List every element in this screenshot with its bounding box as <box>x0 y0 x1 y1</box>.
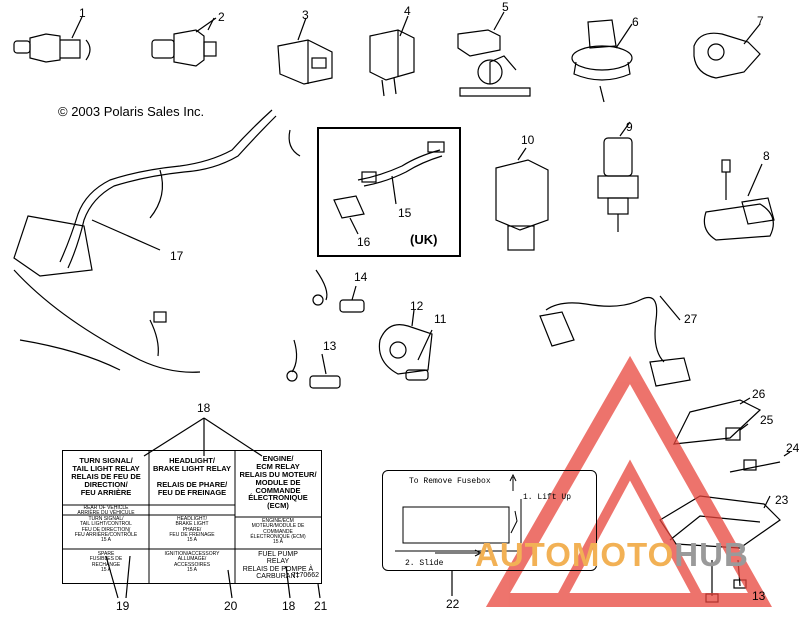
map-sensor-part-6 <box>571 19 633 103</box>
callout-24: 24 <box>786 441 800 455</box>
sensor-part-12 <box>378 309 433 375</box>
callout-6: 6 <box>632 15 639 29</box>
callout-10: 10 <box>521 133 535 147</box>
connector-part-3 <box>277 17 333 85</box>
callout-13a: 13 <box>323 339 337 353</box>
sensor-lead-part-27 <box>539 295 691 387</box>
callout-3: 3 <box>302 8 309 22</box>
callout-27: 27 <box>684 312 698 326</box>
callout-23: 23 <box>775 493 789 507</box>
callout-22: 22 <box>446 597 460 611</box>
callout-14: 14 <box>354 270 368 284</box>
fusebox-label-decal: TURN SIGNAL/ TAIL LIGHT RELAY RELAIS DE … <box>62 450 322 584</box>
slide-step: 2. Slide <box>405 559 444 568</box>
solenoid-part-5 <box>457 11 531 97</box>
watermark-logo <box>485 355 772 607</box>
remove-fusebox-instruction: To Remove Fusebox 1. Lift Up 2. Slide <box>382 470 597 571</box>
remove-fusebox-title: To Remove Fusebox <box>409 477 491 486</box>
bolt-part-11 <box>405 329 433 381</box>
callout-2: 2 <box>218 10 225 24</box>
connector-part-16 <box>333 195 365 235</box>
callout-5: 5 <box>502 0 509 14</box>
fusebox-grid <box>63 451 321 583</box>
bolt-part-14 <box>312 269 365 313</box>
temp-sensor-part-9 <box>597 121 639 232</box>
sender-part-2 <box>151 17 217 67</box>
part-number: 7170662 <box>291 572 319 579</box>
callout-7: 7 <box>757 14 764 28</box>
callout-9: 9 <box>626 120 633 134</box>
callout-11: 11 <box>434 312 447 326</box>
watermark-auto: AUTOMOTO <box>475 536 675 573</box>
fusebox-sketch <box>395 473 522 557</box>
uk-inset-frame <box>317 127 461 257</box>
throttle-sensor-part-7 <box>693 23 761 79</box>
rear-of-vehicle-label: REAR OF VEHICLE ARRIÈRE DU VÉHICULE <box>77 505 135 517</box>
callout-26: 26 <box>752 387 766 401</box>
callout-20: 20 <box>224 599 238 613</box>
relay-part-4 <box>369 15 415 97</box>
fuse-engine-label: ENGINE/ECM MOTEUR/MODULE DE COMMANDE ÉLE… <box>250 518 306 545</box>
engine-relay-label: ENGINE/ ECM RELAY RELAIS DU MOTEUR/ MODU… <box>239 454 317 511</box>
callout-21: 21 <box>314 599 328 613</box>
callout-17: 17 <box>170 249 184 263</box>
harness-part-15 <box>357 141 445 205</box>
fuse-turn-signal-label: TURN SIGNAL/ TAIL LIGHT/CONTROL FEU DE D… <box>74 516 138 543</box>
callout-13b: 13 <box>752 589 766 603</box>
bolt-part-13 <box>286 339 341 389</box>
callout-15: 15 <box>398 206 412 220</box>
watermark-text: AUTOMOTOHUB <box>475 536 749 574</box>
headlight-relay-label: HEADLIGHT/ BRAKE LIGHT RELAY RELAIS DE P… <box>152 456 232 497</box>
fuel-pump-relay-label: FUEL PUMP RELAY RELAIS DE POMPE À CARBUR… <box>242 551 314 581</box>
label-callout-lines <box>105 17 453 599</box>
callout-1: 1 <box>79 6 86 20</box>
callout-8: 8 <box>763 149 770 163</box>
fuse-headlight-label: HEADLIGHT/ BRAKE LIGHT PHARE/ FEU DE FRE… <box>169 516 215 543</box>
copyright-text: © 2003 Polaris Sales Inc. <box>58 104 205 119</box>
uk-label: (UK) <box>410 232 438 247</box>
callout-16: 16 <box>357 235 371 249</box>
callout-19: 19 <box>116 599 130 613</box>
fuse-ignition-label: IGNITION/ACCESSORY ALLUMAGE/ ACCESSOIRES… <box>164 551 220 573</box>
fastener-part-25 <box>725 423 749 441</box>
watermark-hub: HUB <box>674 536 749 573</box>
ignition-module-part-10 <box>495 147 549 251</box>
bracket-part-26 <box>672 397 762 445</box>
callout-12: 12 <box>410 299 424 313</box>
callout-4: 4 <box>404 4 411 18</box>
lift-up-step: 1. Lift Up <box>523 493 572 502</box>
sensor-bracket-part-8 <box>703 159 775 241</box>
turn-signal-relay-label: TURN SIGNAL/ TAIL LIGHT RELAY RELAIS DE … <box>71 456 141 497</box>
pressure-switch-part-1 <box>13 16 91 63</box>
callout-25: 25 <box>760 413 774 427</box>
callout-18a: 18 <box>197 401 211 415</box>
wiring-harness-part-17 <box>13 109 301 373</box>
fuse-spare-label: SPARE FUSIBLES DE RECHANGE 15 A <box>89 551 123 573</box>
callout-18b: 18 <box>282 599 296 613</box>
screw-part-24 <box>729 451 791 473</box>
